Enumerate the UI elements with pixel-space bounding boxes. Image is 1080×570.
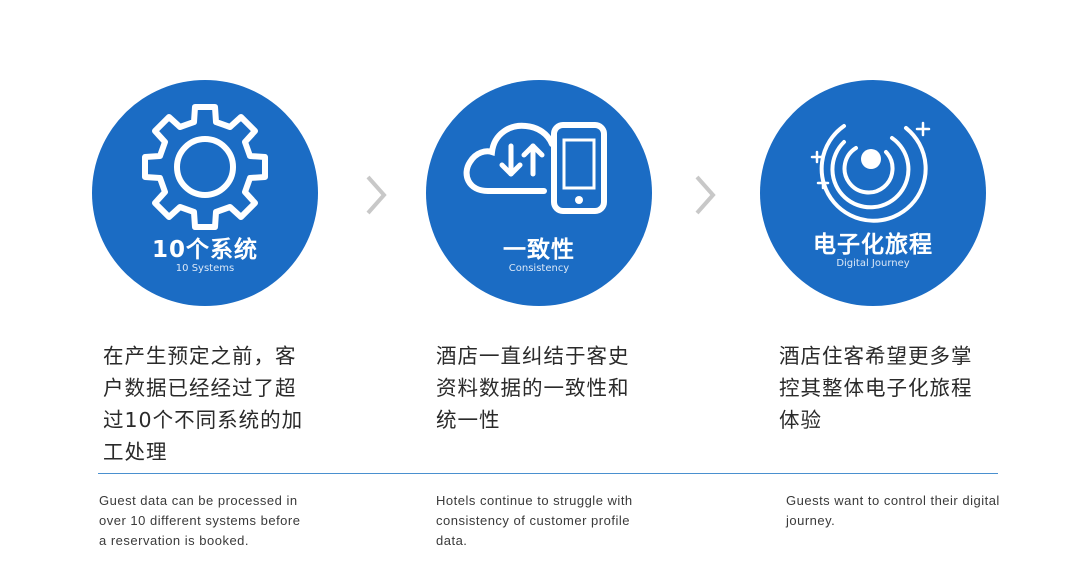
text-line: 工处理 bbox=[103, 440, 168, 464]
step-title: 10个系统 bbox=[151, 237, 258, 263]
step-description-cn: 酒店住客希望更多掌 控其整体电子化旅程 体验 bbox=[779, 340, 973, 436]
step-description-en: Guests want to control their digital jou… bbox=[786, 491, 1000, 531]
text-line: Guest data can be processed in bbox=[99, 493, 298, 508]
text-line: Hotels continue to struggle with bbox=[436, 493, 633, 508]
cloud-sync-phone-icon bbox=[463, 122, 607, 214]
chevron-right-icon bbox=[366, 175, 387, 215]
galaxy-journey-icon bbox=[810, 121, 931, 223]
step-description-en: Hotels continue to struggle with consist… bbox=[436, 491, 633, 551]
text-line: 在产生预定之前，客 bbox=[103, 344, 297, 368]
text-line: 酒店一直纠结于客史 bbox=[436, 344, 630, 368]
chevron-right-icon bbox=[695, 175, 716, 215]
text-line: data. bbox=[436, 533, 468, 548]
text-line: 户数据已经经过了超 bbox=[103, 376, 297, 400]
text-line: 统一性 bbox=[436, 408, 501, 432]
step-circle-digital-journey: 电子化旅程 Digital Journey bbox=[760, 80, 986, 306]
step-description-cn: 酒店一直纠结于客史 资料数据的一致性和 统一性 bbox=[436, 340, 630, 436]
step-subtitle: Consistency bbox=[508, 263, 570, 274]
step-title: 一致性 bbox=[503, 237, 575, 263]
text-line: journey. bbox=[786, 513, 836, 528]
text-line: 酒店住客希望更多掌 bbox=[779, 344, 973, 368]
gear-icon bbox=[142, 104, 268, 230]
text-line: Guests want to control their digital bbox=[786, 493, 1000, 508]
text-line: 控其整体电子化旅程 bbox=[779, 376, 973, 400]
text-line: over 10 different systems before bbox=[99, 513, 301, 528]
step-subtitle: 10 Systems bbox=[175, 263, 235, 274]
text-line: 过10个不同系统的加 bbox=[103, 408, 304, 432]
step-subtitle: Digital Journey bbox=[836, 258, 910, 269]
text-line: consistency of customer profile bbox=[436, 513, 630, 528]
step-title: 电子化旅程 bbox=[813, 232, 933, 258]
step-description-en: Guest data can be processed in over 10 d… bbox=[99, 491, 300, 551]
step-description-cn: 在产生预定之前，客 户数据已经经过了超 过10个不同系统的加 工处理 bbox=[103, 340, 303, 468]
text-line: 资料数据的一致性和 bbox=[436, 376, 630, 400]
text-line: a reservation is booked. bbox=[99, 533, 250, 548]
section-divider bbox=[98, 473, 998, 474]
step-circle-systems: 10个系统 10 Systems bbox=[92, 80, 318, 306]
step-circle-consistency: 一致性 Consistency bbox=[426, 80, 652, 306]
text-line: 体验 bbox=[779, 408, 822, 432]
